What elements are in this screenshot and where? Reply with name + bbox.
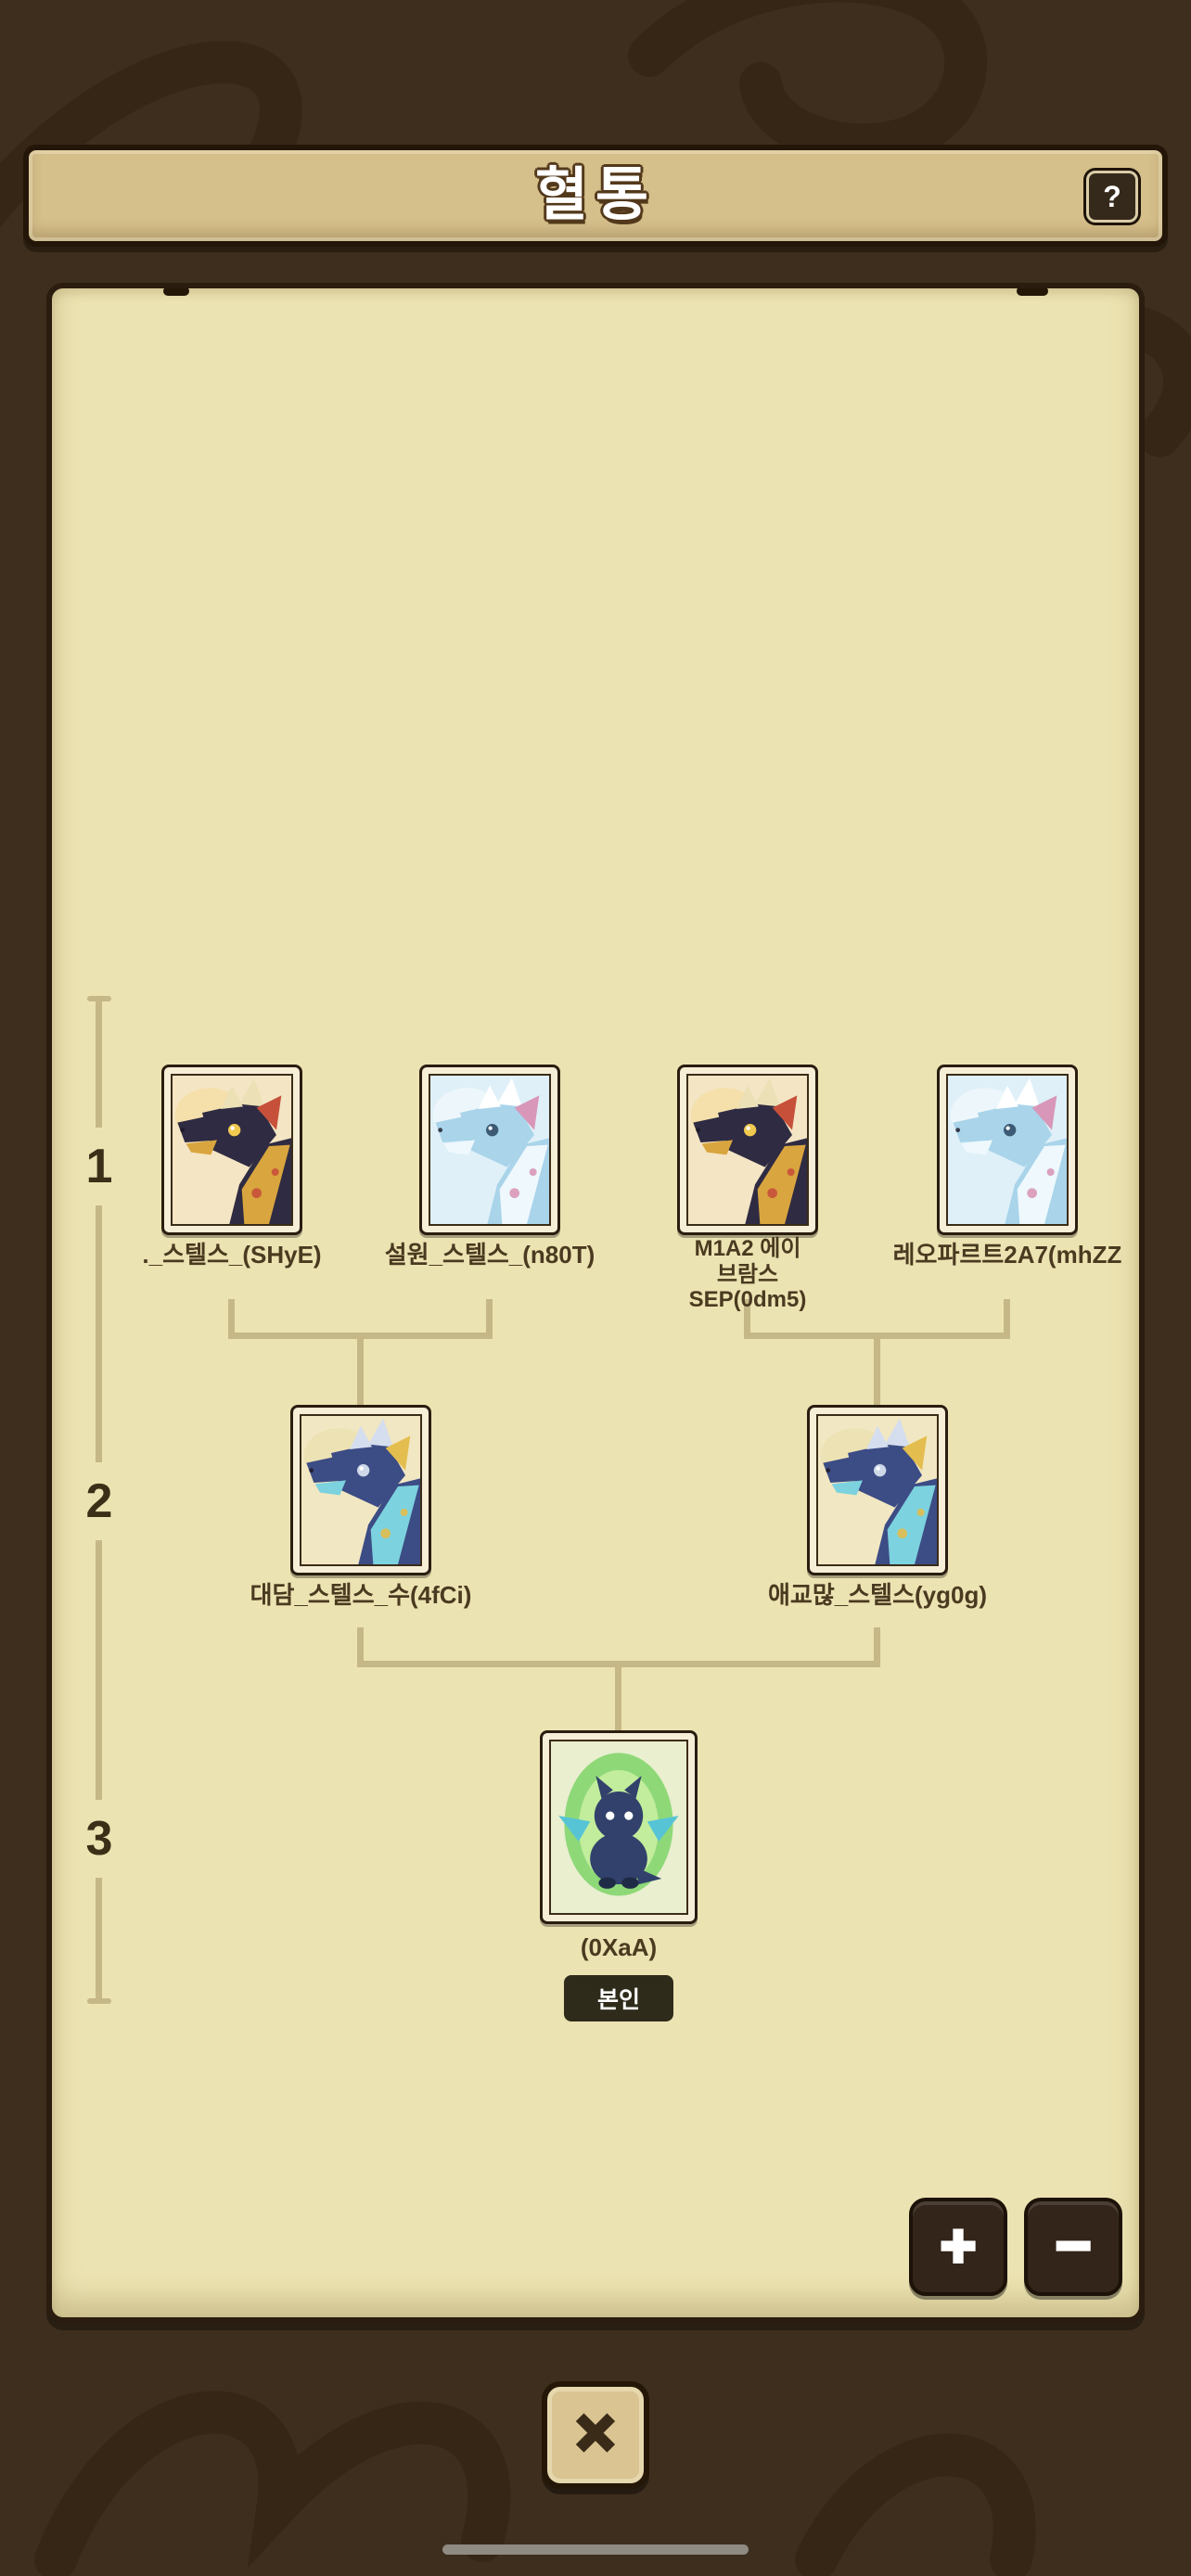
baby-dragon-icon [551,1741,686,1913]
dragon-portrait [171,1074,293,1226]
dragon-name: 애교많_스텔스(yg0g) [768,1581,987,1609]
axis-tick-bottom [87,1998,111,2004]
title-bar: 혈통 ? [23,145,1168,247]
dragon-name: ._스텔스_(SHyE) [142,1241,322,1269]
dragon-icon [430,1076,549,1224]
zoom-out-button[interactable]: − [1024,2198,1122,2296]
zoom-in-button[interactable]: + [909,2198,1007,2296]
tree-connector [874,1627,880,1664]
generation-label-2: 2 [78,1462,121,1540]
close-icon: ✕ [571,2403,620,2466]
dragon-name: 설원_스텔스_(n80T) [384,1241,596,1269]
close-button[interactable]: ✕ [542,2381,649,2489]
dragon-icon [948,1076,1067,1224]
dragon-portrait [429,1074,551,1226]
minus-icon: − [1054,2209,1094,2281]
dragon-name: (0XaA) [580,1933,658,1961]
home-indicator[interactable] [442,2544,749,2555]
parent-card-gen2-2[interactable]: 애교많_스텔스(yg0g) [768,1405,987,1609]
dragon-name: 레오파르트2A7(mhZZ [892,1241,1122,1269]
tree-connector [357,1333,364,1412]
tree-connector [1004,1299,1010,1336]
tree-connector [874,1333,880,1412]
dragon-portrait [300,1414,422,1566]
plus-icon: + [939,2209,979,2281]
dragon-portrait [946,1074,1069,1226]
axis-tick-top [87,996,111,1001]
dragon-portrait [686,1074,809,1226]
dragon-name: 대담_스텔스_수(4fCi) [250,1581,472,1609]
question-icon: ? [1103,180,1121,213]
tree-connector [357,1627,364,1664]
tree-connector [228,1299,235,1336]
tree-connector [744,1299,750,1336]
tree-connector [486,1299,493,1336]
self-card-gen3[interactable]: (0XaA) 본인 [540,1730,698,2021]
ancestor-card-gen1-2[interactable]: 설원_스텔스_(n80T) [385,1065,595,1269]
ancestor-card-gen1-4[interactable]: 레오파르트2A7(mhZZ [893,1065,1121,1269]
ancestor-card-gen1-3[interactable]: M1A2 에이브람스 SEP(0dm5) [677,1065,818,1312]
dragon-icon [688,1076,807,1224]
torn-paper-speck [163,288,189,296]
page-title: 혈통 [534,163,657,227]
ancestor-card-gen1-1[interactable]: ._스텔스_(SHyE) [142,1065,322,1269]
tree-connector [615,1661,621,1735]
dragon-portrait [549,1740,688,1915]
dragon-name: M1A2 에이브람스 SEP(0dm5) [688,1236,807,1313]
dragon-icon [818,1416,937,1564]
torn-paper-speck [1017,288,1048,296]
dragon-icon [301,1416,420,1564]
dragon-portrait [816,1414,939,1566]
help-button[interactable]: ? [1086,171,1138,223]
generation-label-3: 3 [78,1800,121,1878]
self-badge: 본인 [563,1975,674,2021]
parent-card-gen2-1[interactable]: 대담_스텔스_수(4fCi) [250,1405,471,1609]
dragon-icon [173,1076,291,1224]
pedigree-canvas[interactable]: 1 2 3 ._스텔스_(SHyE) 설원_스텔스_(n80T) [46,283,1145,2323]
generation-label-1: 1 [78,1128,121,1205]
